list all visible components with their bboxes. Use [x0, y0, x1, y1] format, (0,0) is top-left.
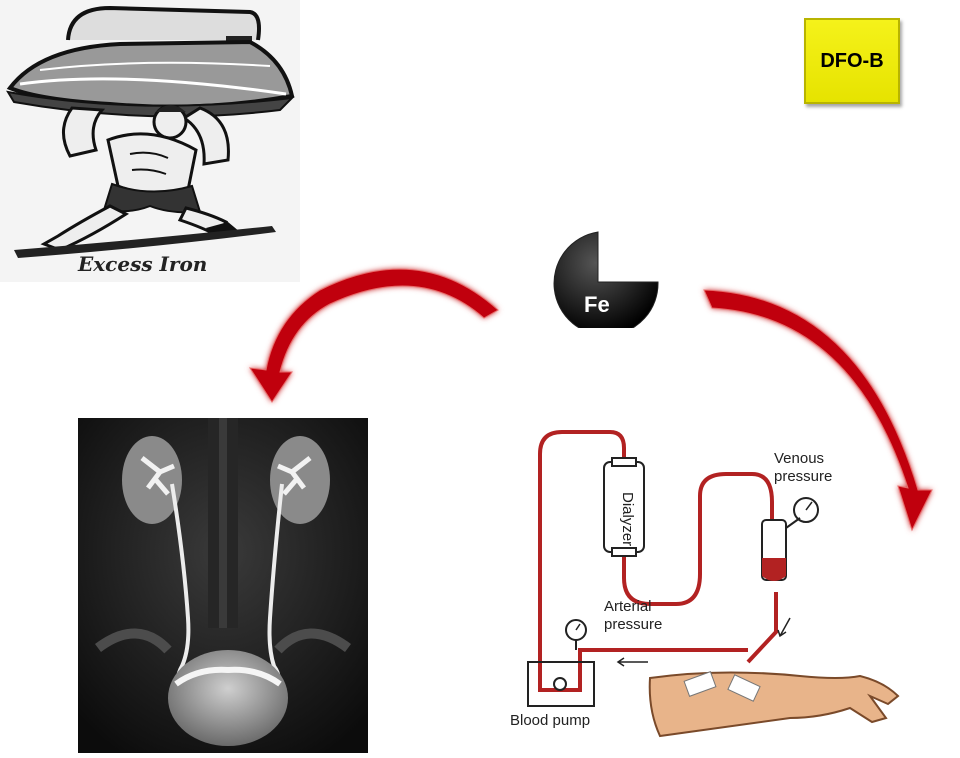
dfo-b-label: DFO-B	[820, 49, 884, 72]
kidney-urography-scan	[78, 418, 368, 753]
blood-pump-box	[527, 661, 595, 707]
fe-label: Fe	[584, 292, 610, 317]
venous-label-line2: pressure	[774, 468, 833, 485]
hemodialysis-diagram: Dialyzer Venous pressure Arterial pressu…	[500, 418, 920, 753]
fe-iron-icon: Fe	[536, 228, 662, 336]
excess-iron-illustration: Excess Iron	[0, 0, 300, 282]
strongman-lifting-iron-icon	[6, 5, 295, 258]
dialyzer-label: Dialyzer	[619, 492, 636, 547]
arterial-label-line1: Arterial	[604, 598, 652, 615]
dialysis-circuit	[527, 430, 900, 738]
excess-iron-caption: Excess Iron	[78, 252, 208, 276]
kidney-scan-image	[78, 418, 368, 753]
fe-pacman-icon	[553, 231, 659, 336]
arterial-pressure-label: Arterial pressure	[604, 598, 662, 634]
blood-pump-label: Blood pump	[510, 712, 591, 729]
venous-pressure-label: Venous pressure	[774, 450, 832, 486]
dfo-b-badge: DFO-B	[804, 18, 900, 104]
arterial-label-line2: pressure	[604, 616, 663, 633]
venous-label-line1: Venous	[774, 450, 825, 467]
left-curved-arrow	[248, 268, 499, 403]
